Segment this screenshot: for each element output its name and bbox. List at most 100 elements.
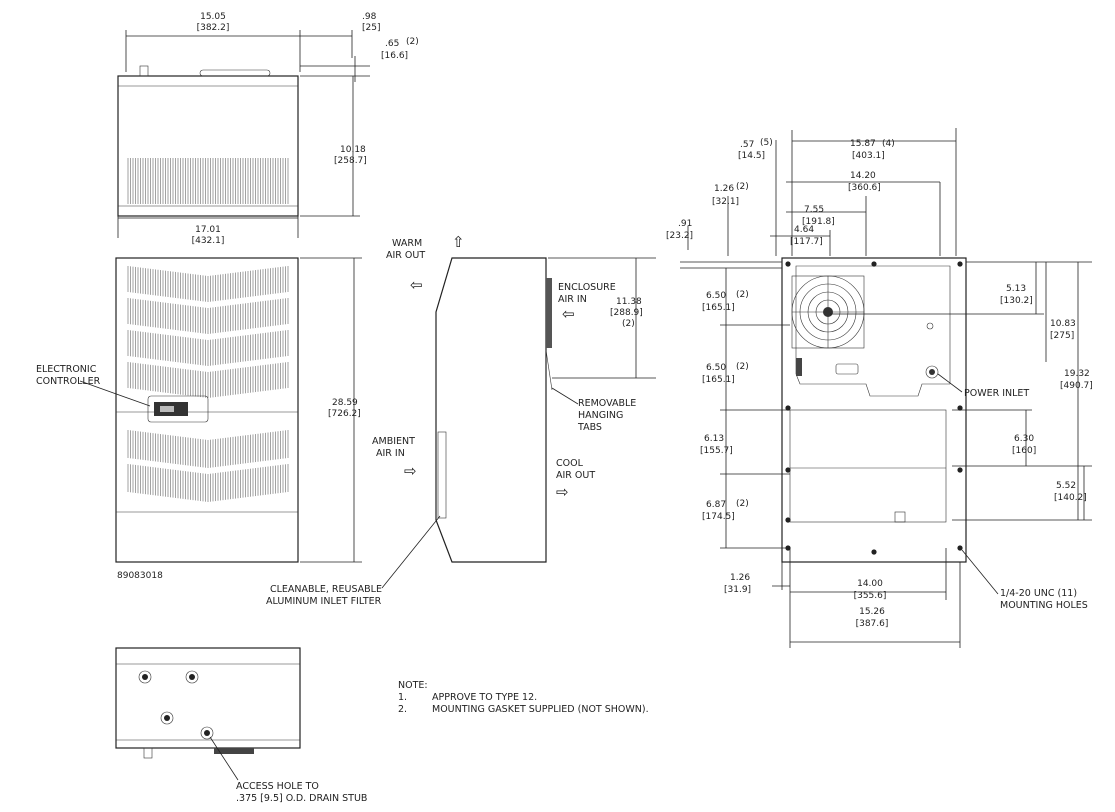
- dim-513: 5.13: [1006, 284, 1026, 294]
- mounting-hole: [957, 405, 963, 411]
- dim-687: 6.87: [706, 500, 726, 510]
- dim-lip-qty: (2): [406, 37, 419, 47]
- dim-side-height: 11.38: [616, 297, 642, 307]
- cool-air-label-1: COOL: [556, 458, 584, 469]
- dim-126t: 1.26: [714, 184, 734, 194]
- dim-091: .91: [678, 219, 692, 229]
- dim-464: 4.64: [794, 225, 814, 235]
- notes: NOTE: 1. APPROVE TO TYPE 12. 2. MOUNTING…: [398, 680, 649, 715]
- dim-offset-mm: [25]: [362, 23, 380, 33]
- ambient-air-label-2: AIR IN: [376, 448, 405, 459]
- dim-1083-mm: [275]: [1050, 331, 1074, 341]
- dim-126t-qty: (2): [736, 182, 749, 192]
- dim-width-top: 15.05: [200, 12, 226, 22]
- warm-air-label-1: WARM: [392, 238, 422, 249]
- warm-air-left-arrow-icon: ⇦: [410, 276, 423, 294]
- dim-464-mm: [117.7]: [790, 237, 823, 247]
- dim-side-height-mm: [288.9]: [610, 308, 643, 318]
- dim-1526: 15.26: [859, 607, 885, 617]
- dim-513-mm: [130.2]: [1000, 296, 1033, 306]
- dim-613: 6.13: [704, 434, 724, 444]
- front-view-louvers: [127, 266, 289, 502]
- dim-630: 6.30: [1014, 434, 1034, 444]
- mounting-hole: [785, 261, 791, 267]
- dim-126t-mm: [32.1]: [712, 197, 739, 207]
- power-inlet-icon: [925, 365, 939, 379]
- mounting-hole: [871, 549, 877, 555]
- dim-1526-mm: [387.6]: [856, 619, 889, 629]
- tabs-label-2: HANGING: [578, 410, 623, 421]
- cool-air-label-2: AIR OUT: [556, 470, 595, 481]
- dim-650a: 6.50: [706, 291, 726, 301]
- dim-lip: .65: [385, 39, 399, 49]
- top-view-stub: [139, 65, 149, 77]
- rear-view-upper-opening: [795, 265, 951, 397]
- drain-label-2: .375 [9.5] O.D. DRAIN STUB: [236, 793, 367, 804]
- rear-view: .57 (5) [14.5] 15.87 (4) [403.1] 14.20 […: [666, 128, 1093, 648]
- dim-1932: 19.32: [1064, 369, 1090, 379]
- dim-057-mm: [14.5]: [738, 151, 765, 161]
- dim-front-height: 28.59: [332, 398, 358, 408]
- dim-top-width-mm: [432.1]: [192, 236, 225, 246]
- dim-755-mm: [191.8]: [802, 217, 835, 227]
- dim-755: 7.55: [804, 205, 824, 215]
- dim-1587-mm: [403.1]: [852, 151, 885, 161]
- warm-air-out-arrow-icon: ⇧: [452, 233, 465, 251]
- mounting-hole: [785, 467, 791, 473]
- top-view: 15.05 [382.2] .98 [25] .65 (2) [16.6] 10…: [117, 12, 419, 246]
- dim-650b: 6.50: [706, 363, 726, 373]
- dim-1932-mm: [490.7]: [1060, 381, 1093, 391]
- terminal-block: [835, 363, 859, 375]
- dim-630-mm: [160]: [1012, 446, 1036, 456]
- dim-1420-mm: [360.6]: [848, 183, 881, 193]
- mounting-hole: [957, 545, 963, 551]
- mounting-hole: [785, 405, 791, 411]
- mounting-hole: [957, 467, 963, 473]
- dim-width-top-mm: [382.2]: [197, 23, 230, 33]
- dim-650a-mm: [165.1]: [702, 303, 735, 313]
- mounting-holes-label-2: MOUNTING HOLES: [1000, 600, 1088, 611]
- dim-126b-mm: [31.9]: [724, 585, 751, 595]
- dim-650b-mm: [165.1]: [702, 375, 735, 385]
- dim-057: .57: [740, 140, 754, 150]
- dim-1400-mm: [355.6]: [854, 591, 887, 601]
- power-inlet-label: POWER INLET: [964, 388, 1029, 399]
- mounting-holes: [785, 261, 963, 555]
- dim-side-height-qty: (2): [622, 319, 635, 329]
- controller-label-2: CONTROLLER: [36, 376, 101, 387]
- dim-top-height: 10.18: [340, 145, 366, 155]
- controller-label-1: ELECTRONIC: [36, 364, 97, 375]
- enclosure-air-in-arrow-icon: ⇦: [562, 305, 575, 323]
- dim-687-qty: (2): [736, 499, 749, 509]
- drain-label-1: ACCESS HOLE TO: [236, 781, 319, 792]
- dim-1083: 10.83: [1050, 319, 1076, 329]
- side-view: ⇧ ⇦ ⇦ ⇨ ⇨ WARM AIR OUT ENCLOSURE AIR IN …: [266, 233, 656, 607]
- filter-label-1: CLEANABLE, REUSABLE: [270, 584, 382, 595]
- cool-air-out-arrow-icon: ⇨: [556, 483, 569, 501]
- mounting-hole: [785, 517, 791, 523]
- bottom-view-fan-edge: [214, 748, 254, 754]
- dim-687-mm: [174.5]: [702, 512, 735, 522]
- dim-126b: 1.26: [730, 573, 750, 583]
- front-view-body: [115, 257, 299, 563]
- dim-lip-mm: [16.6]: [381, 51, 408, 61]
- note-1-text: APPROVE TO TYPE 12.: [432, 692, 537, 703]
- bottom-view: ACCESS HOLE TO .375 [9.5] O.D. DRAIN STU…: [115, 647, 367, 804]
- mounting-holes-label-1: 1/4-20 UNC (11): [1000, 588, 1077, 599]
- note-2-number: 2.: [398, 704, 407, 715]
- controller-housing: [147, 395, 209, 423]
- side-view-fan-shroud: [546, 278, 552, 348]
- side-view-filter: [437, 431, 447, 519]
- ambient-air-label-1: AMBIENT: [372, 436, 415, 447]
- enclosure-air-label-1: ENCLOSURE: [558, 282, 616, 293]
- mounting-hole: [871, 261, 877, 267]
- tabs-label-3: TABS: [577, 422, 602, 433]
- ambient-air-in-arrow-icon: ⇨: [404, 462, 417, 480]
- dim-650a-qty: (2): [736, 290, 749, 300]
- note-1-number: 1.: [398, 692, 407, 703]
- drain-stub-icon: [138, 670, 214, 740]
- dim-1400: 14.00: [857, 579, 883, 589]
- dim-057-qty: (5): [760, 138, 773, 148]
- dim-top-width: 17.01: [195, 225, 221, 235]
